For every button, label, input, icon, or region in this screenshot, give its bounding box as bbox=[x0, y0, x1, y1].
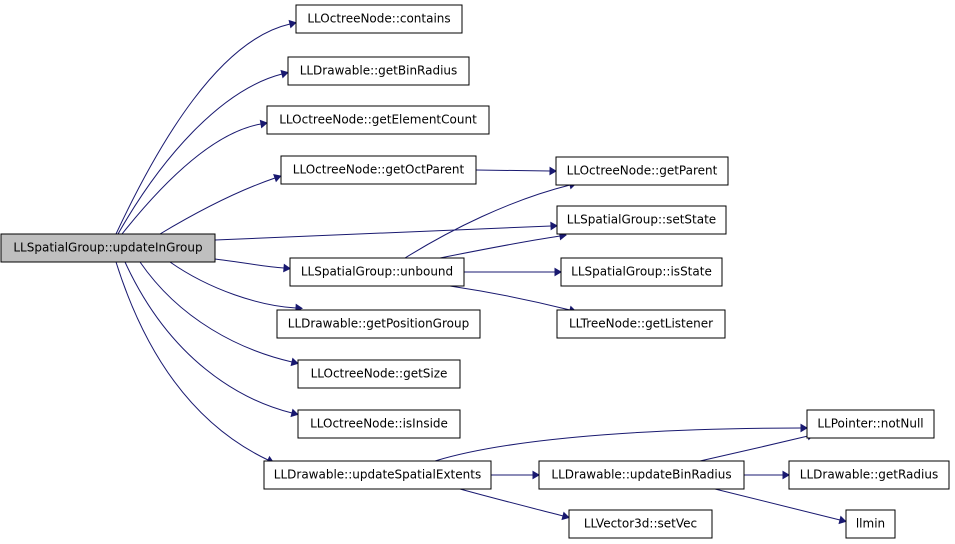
edge-root-to-unbound bbox=[214, 258, 291, 273]
edges-layer bbox=[115, 19, 847, 525]
arrowhead-icon bbox=[290, 408, 299, 418]
nodes-layer: LLSpatialGroup::updateInGroup LLOctreeNo… bbox=[0, 4, 950, 539]
edge-root-to-updateSpatialExtents bbox=[115, 261, 275, 464]
arrowhead-icon bbox=[532, 470, 540, 480]
edge-root-to-getElementCount bbox=[121, 119, 268, 235]
edge-updateBinRadius-to-llmin bbox=[714, 488, 847, 525]
edge-line bbox=[115, 261, 269, 461]
node-label: LLSpatialGroup::isState bbox=[571, 265, 712, 279]
edge-updateSpatialExtents-to-updateBinRadius bbox=[491, 470, 540, 480]
arrowhead-icon bbox=[838, 515, 847, 525]
edge-line bbox=[439, 235, 561, 259]
node-llmin[interactable]: llmin bbox=[845, 509, 896, 539]
node-updateBinRadius[interactable]: LLDrawable::updateBinRadius bbox=[538, 460, 745, 490]
arrowhead-icon bbox=[554, 267, 562, 277]
edge-line bbox=[404, 184, 571, 259]
node-setState[interactable]: LLSpatialGroup::setState bbox=[556, 205, 727, 235]
arrowhead-icon bbox=[290, 357, 299, 367]
node-isState[interactable]: LLSpatialGroup::isState bbox=[560, 257, 723, 287]
edge-line bbox=[434, 427, 802, 462]
node-label: LLPointer::notNull bbox=[817, 417, 923, 431]
node-getPositionGroup[interactable]: LLDrawable::getPositionGroup bbox=[276, 309, 481, 339]
edge-unbound-to-isState bbox=[464, 267, 562, 277]
edge-root-to-getSize bbox=[139, 261, 299, 367]
node-label: LLOctreeNode::getParent bbox=[567, 164, 718, 178]
node-isInside[interactable]: LLOctreeNode::isInside bbox=[297, 409, 461, 439]
node-getBinRadius[interactable]: LLDrawable::getBinRadius bbox=[287, 56, 470, 86]
arrowhead-icon bbox=[283, 263, 291, 273]
edge-line bbox=[124, 261, 293, 414]
edge-updateSpatialExtents-to-notNull bbox=[434, 423, 808, 462]
edge-updateBinRadius-to-notNull bbox=[699, 431, 815, 462]
edge-line bbox=[169, 261, 297, 309]
edge-unbound-to-getParent bbox=[404, 180, 577, 259]
edge-line bbox=[159, 177, 276, 235]
arrowhead-icon bbox=[800, 423, 808, 433]
node-label: LLTreeNode::getListener bbox=[569, 317, 713, 331]
edge-line bbox=[121, 123, 262, 235]
node-label: LLSpatialGroup::unbound bbox=[301, 265, 453, 279]
node-label: LLOctreeNode::contains bbox=[307, 12, 450, 26]
node-getElementCount[interactable]: LLOctreeNode::getElementCount bbox=[266, 105, 490, 135]
node-label: llmin bbox=[856, 517, 885, 531]
edge-root-to-contains bbox=[115, 19, 297, 235]
node-updateSpatialExtents[interactable]: LLDrawable::updateSpatialExtents bbox=[263, 460, 492, 490]
arrowhead-icon bbox=[782, 470, 790, 480]
edge-unbound-to-getListener bbox=[449, 285, 577, 315]
arrowhead-icon bbox=[259, 119, 268, 129]
edge-line bbox=[699, 435, 809, 462]
edge-root-to-isInside bbox=[124, 261, 299, 418]
node-contains[interactable]: LLOctreeNode::contains bbox=[295, 4, 463, 34]
node-label: LLDrawable::updateSpatialExtents bbox=[274, 468, 481, 482]
edge-root-to-setState bbox=[214, 221, 558, 241]
node-label: LLVector3d::setVec bbox=[584, 517, 697, 531]
edge-root-to-getPositionGroup bbox=[169, 261, 303, 313]
edge-root-to-getOctParent bbox=[159, 174, 282, 235]
edge-line bbox=[117, 73, 283, 235]
arrowhead-icon bbox=[549, 166, 557, 176]
arrowhead-icon bbox=[550, 221, 558, 231]
node-getListener[interactable]: LLTreeNode::getListener bbox=[556, 309, 726, 339]
node-getRadius[interactable]: LLDrawable::getRadius bbox=[788, 460, 950, 490]
node-label: LLOctreeNode::getElementCount bbox=[279, 113, 477, 127]
node-getOctParent[interactable]: LLOctreeNode::getOctParent bbox=[280, 155, 477, 185]
arrowhead-icon bbox=[288, 19, 297, 29]
node-label: LLSpatialGroup::setState bbox=[567, 213, 716, 227]
node-label: LLDrawable::getPositionGroup bbox=[288, 317, 469, 331]
edge-line bbox=[714, 488, 841, 521]
node-getParent[interactable]: LLOctreeNode::getParent bbox=[555, 156, 729, 186]
node-label: LLOctreeNode::getOctParent bbox=[293, 163, 465, 177]
edge-line bbox=[475, 169, 551, 172]
edge-root-to-getBinRadius bbox=[117, 69, 289, 235]
edge-updateSpatialExtents-to-setVec bbox=[459, 488, 570, 521]
node-label: LLSpatialGroup::updateInGroup bbox=[13, 241, 202, 255]
edge-unbound-to-setState bbox=[439, 231, 567, 259]
node-label: LLDrawable::getBinRadius bbox=[300, 64, 458, 78]
edge-updateBinRadius-to-getRadius bbox=[744, 470, 790, 480]
node-label: LLDrawable::getRadius bbox=[800, 468, 938, 482]
arrowhead-icon bbox=[273, 174, 282, 183]
edge-getOctParent-to-getParent bbox=[475, 166, 557, 176]
edge-line bbox=[115, 23, 291, 235]
node-label: LLOctreeNode::getSize bbox=[311, 367, 448, 381]
edge-line bbox=[459, 488, 564, 517]
node-root[interactable]: LLSpatialGroup::updateInGroup bbox=[0, 233, 216, 263]
edge-line bbox=[449, 285, 571, 311]
edge-line bbox=[139, 261, 293, 363]
node-unbound[interactable]: LLSpatialGroup::unbound bbox=[289, 257, 465, 287]
node-label: LLDrawable::updateBinRadius bbox=[551, 468, 731, 482]
node-setVec[interactable]: LLVector3d::setVec bbox=[568, 509, 713, 539]
edge-line bbox=[214, 225, 552, 241]
arrowhead-icon bbox=[280, 69, 289, 79]
node-label: LLOctreeNode::isInside bbox=[310, 417, 448, 431]
arrowhead-icon bbox=[561, 511, 570, 521]
node-getSize[interactable]: LLOctreeNode::getSize bbox=[297, 359, 461, 389]
edge-line bbox=[214, 258, 285, 269]
node-notNull[interactable]: LLPointer::notNull bbox=[806, 409, 935, 439]
